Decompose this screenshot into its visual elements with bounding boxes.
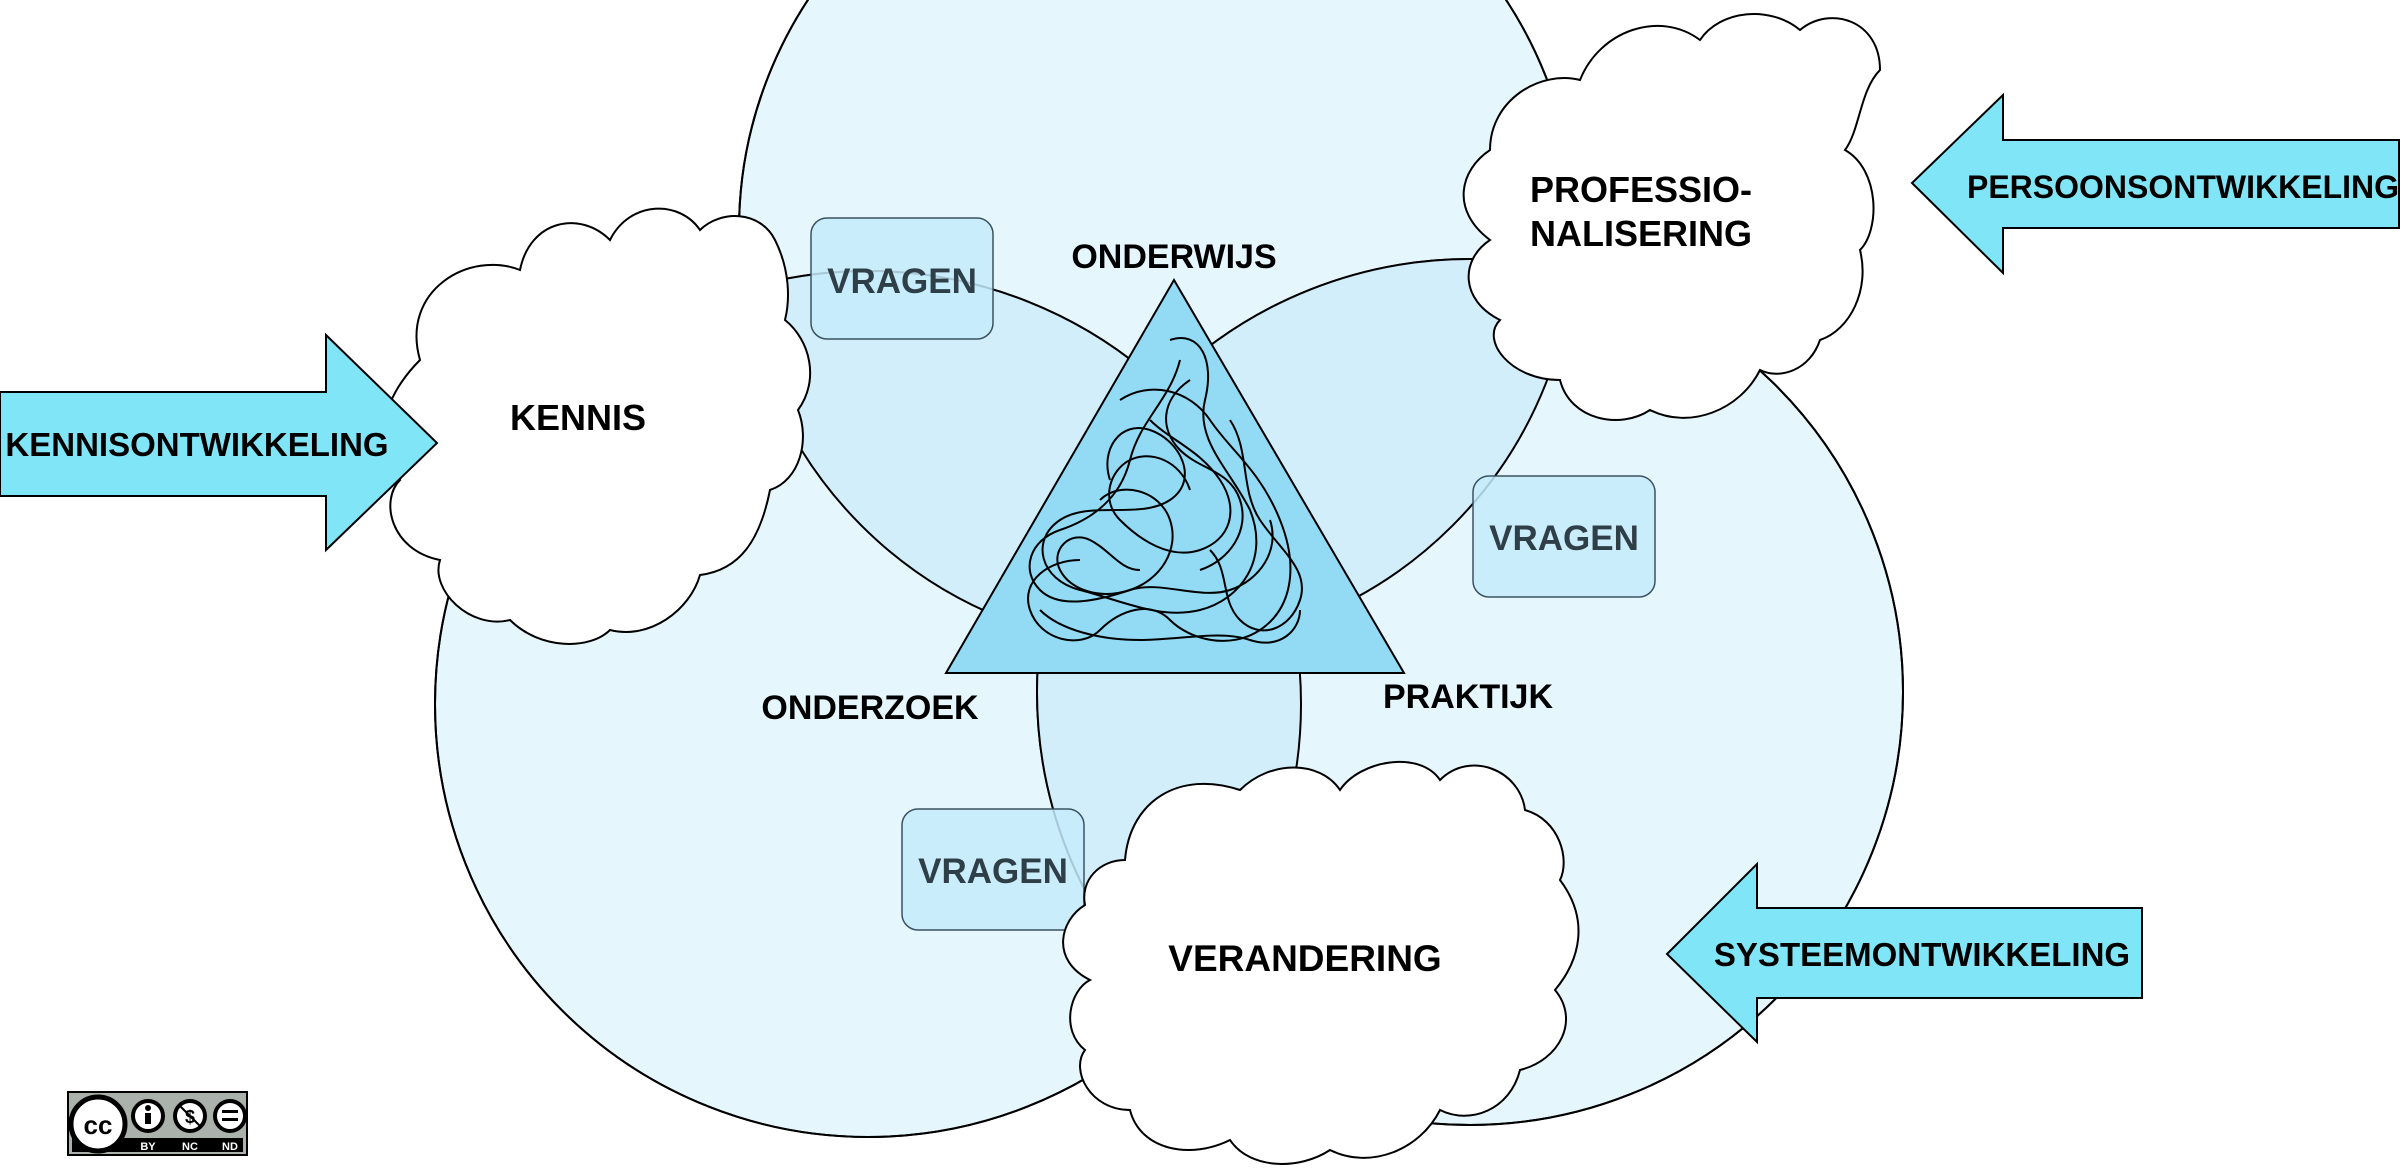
cloud-professionalisering: PROFESSIO- NALISERING: [1462, 13, 1882, 421]
question-box-label: VRAGEN: [918, 852, 1068, 891]
cloud-kennis: KENNIS: [381, 207, 812, 645]
arrow-kennisontwikkeling-label: KENNISONTWIKKELING: [5, 426, 388, 463]
question-box-3: VRAGEN: [901, 808, 1085, 931]
label-onderzoek: ONDERZOEK: [761, 689, 979, 727]
question-box-label: VRAGEN: [827, 262, 977, 301]
license-tag-nc: NC: [182, 1141, 198, 1153]
label-onderwijs: ONDERWIJS: [1071, 238, 1276, 276]
cloud-verandering: VERANDERING: [1062, 760, 1580, 1165]
cloud-professionalisering-line1: PROFESSIO-: [1530, 169, 1752, 210]
license-tag-nd: ND: [222, 1141, 238, 1153]
center-labels: ONDERWIJS ONDERZOEK PRAKTIJK: [761, 238, 1553, 727]
cloud-kennis-label: KENNIS: [510, 397, 646, 438]
label-praktijk: PRAKTIJK: [1383, 678, 1553, 716]
arrow-persoonsontwikkeling-label: PERSOONSONTWIKKELING: [1967, 169, 2399, 205]
arrow-kennisontwikkeling: KENNISONTWIKKELING: [0, 332, 439, 553]
arrow-systeemontwikkeling-label: SYSTEEMONTWIKKELING: [1714, 936, 2130, 973]
question-box-2: VRAGEN: [1472, 475, 1656, 598]
arrow-systeemontwikkeling: SYSTEEMONTWIKKELING: [1665, 861, 2143, 1045]
scribble-icon: [1027, 337, 1303, 644]
cloud-professionalisering-line2: NALISERING: [1530, 213, 1752, 254]
center-triangle: [944, 278, 1406, 674]
cloud-verandering-label: VERANDERING: [1168, 938, 1441, 979]
question-box-label: VRAGEN: [1489, 519, 1639, 558]
svg-text:cc: cc: [84, 1110, 113, 1140]
license-tag-by: BY: [140, 1141, 156, 1153]
question-box-1: VRAGEN: [810, 217, 994, 340]
cc-by-nc-nd-icon: cc $ BY NC ND: [67, 1091, 248, 1156]
arrow-persoonsontwikkeling: PERSOONSONTWIKKELING: [1910, 92, 2400, 276]
